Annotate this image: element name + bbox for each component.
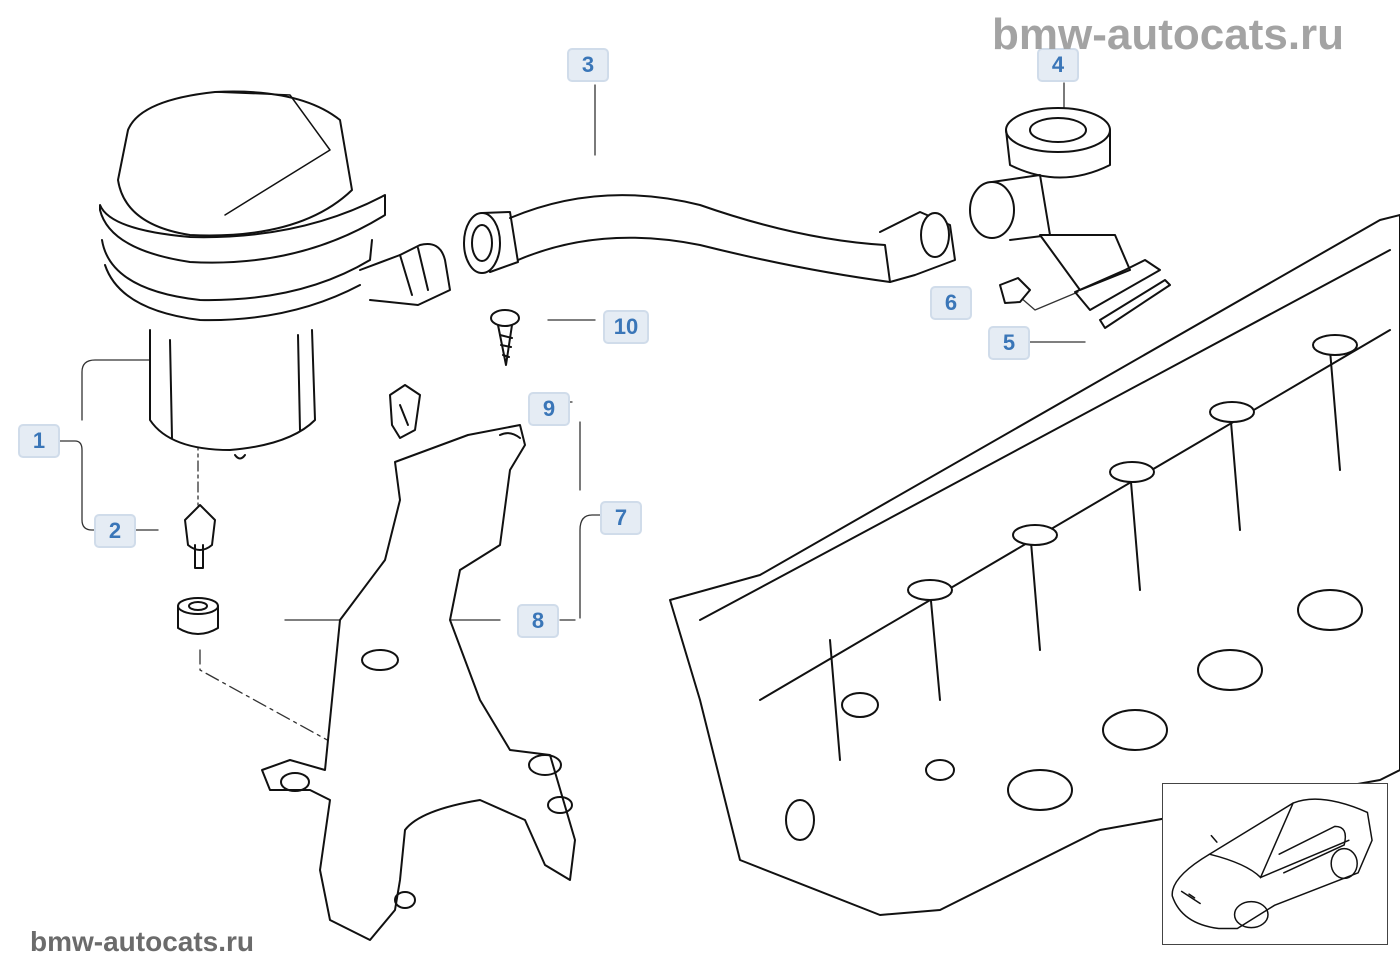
hose-part (463, 194, 956, 283)
leader-1 (57, 440, 99, 531)
valve-part (969, 107, 1161, 311)
callout-4[interactable]: 4 (1037, 48, 1079, 82)
grommet-part (177, 597, 219, 635)
gasket-part (1099, 279, 1171, 329)
watermark-top: bmw-autocats.ru (992, 10, 1345, 59)
air-pump-part (99, 90, 451, 460)
nut-part (999, 277, 1031, 304)
callout-7[interactable]: 7 (600, 501, 642, 535)
leader-6 (1019, 291, 1079, 311)
callout-9[interactable]: 9 (528, 392, 570, 426)
watermark-bottom: bmw-autocats.ru (30, 926, 255, 957)
car-outline-icon (1171, 798, 1373, 930)
callout-2[interactable]: 2 (94, 514, 136, 548)
stud-part (184, 504, 216, 569)
callout-10[interactable]: 10 (603, 310, 649, 344)
callout-1[interactable]: 1 (18, 424, 60, 458)
callout-8[interactable]: 8 (517, 604, 559, 638)
leader-7 (579, 514, 606, 619)
screw-part (490, 309, 520, 366)
leader-1-top (81, 359, 151, 421)
callout-6[interactable]: 6 (930, 286, 972, 320)
vehicle-thumbnail (1162, 783, 1388, 945)
bracket-part (261, 424, 576, 941)
clip-nut-part (389, 384, 421, 439)
callout-3[interactable]: 3 (567, 48, 609, 82)
callout-5[interactable]: 5 (988, 326, 1030, 360)
